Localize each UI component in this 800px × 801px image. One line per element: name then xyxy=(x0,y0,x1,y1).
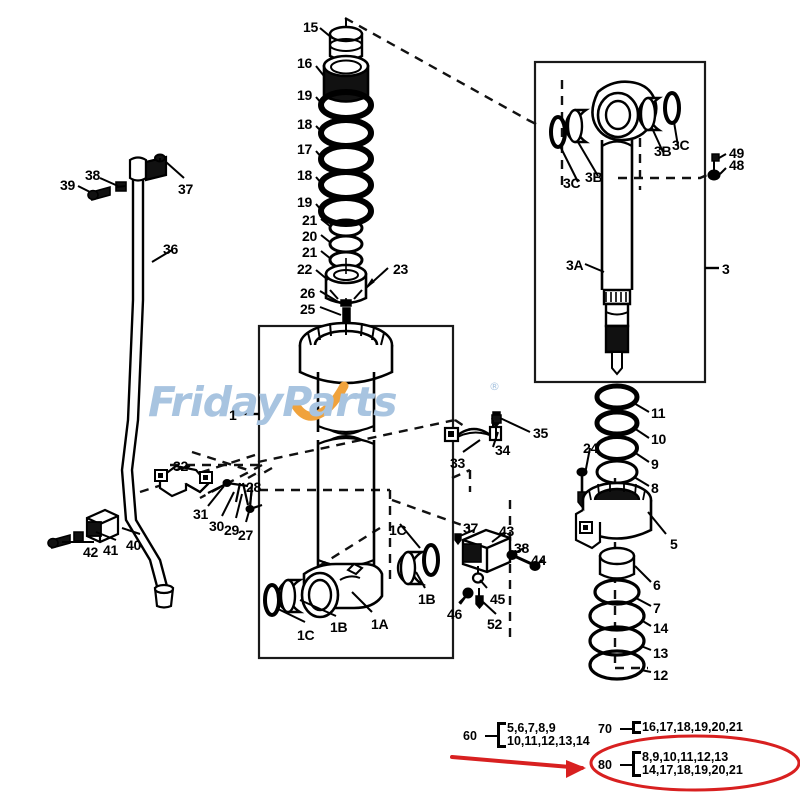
callout-52: 52 xyxy=(487,616,502,632)
leaders-right xyxy=(559,121,727,673)
legend-item-80-number: 80 xyxy=(598,758,612,772)
callout-13: 13 xyxy=(653,645,668,661)
callout-43: 43 xyxy=(499,523,514,539)
callout-25: 25 xyxy=(300,301,315,317)
callout-17: 17 xyxy=(297,141,312,157)
legend-item-80-connector xyxy=(620,764,634,766)
callout-15: 15 xyxy=(303,19,318,35)
callout-38: 38 xyxy=(514,540,529,556)
callout-3c: 3C xyxy=(563,175,581,191)
callout-1b: 1B xyxy=(418,591,436,607)
callout-1a: 1A xyxy=(371,616,389,632)
callout-16: 16 xyxy=(297,55,312,71)
callout-3b: 3B xyxy=(585,169,603,185)
leaders-center xyxy=(275,523,426,623)
legend-item-60-row: 5,6,7,8,9 xyxy=(507,721,556,735)
callout-39: 39 xyxy=(60,177,75,193)
callout-49: 49 xyxy=(729,145,744,161)
callout-20: 20 xyxy=(302,228,317,244)
legend-item-60-connector xyxy=(485,735,499,737)
callout-19: 19 xyxy=(297,194,312,210)
callout-33: 33 xyxy=(450,455,465,471)
callout-7: 7 xyxy=(653,600,661,616)
center-cylinder xyxy=(263,321,440,619)
legend-item-60-row: 10,11,12,13,14 xyxy=(507,734,590,748)
callout-3: 3 xyxy=(722,261,730,277)
callout-3a: 3A xyxy=(566,257,584,273)
callout-1c: 1C xyxy=(389,522,407,538)
callout-1: 1 xyxy=(229,407,237,423)
callout-6: 6 xyxy=(653,577,661,593)
callout-37: 37 xyxy=(178,181,193,197)
right-rod-assembly xyxy=(549,80,721,681)
stack-top-center xyxy=(318,18,389,340)
legend-item-60-number: 60 xyxy=(463,729,477,743)
callout-5: 5 xyxy=(670,536,678,552)
callout-9: 9 xyxy=(651,456,659,472)
callout-19: 19 xyxy=(297,87,312,103)
callout-18: 18 xyxy=(297,116,312,132)
callout-46: 46 xyxy=(447,606,462,622)
callout-31: 31 xyxy=(193,506,208,522)
callout-41: 41 xyxy=(103,542,118,558)
leaders-left xyxy=(62,161,253,543)
callout-28: 28 xyxy=(246,479,261,495)
callout-3b: 3B xyxy=(654,143,672,159)
callout-1b: 1B xyxy=(330,619,348,635)
legend-item-80-row: 14,17,18,19,20,21 xyxy=(642,763,743,777)
callout-14: 14 xyxy=(653,620,668,636)
callout-30: 30 xyxy=(209,518,224,534)
callout-21: 21 xyxy=(302,212,317,228)
callout-32: 32 xyxy=(173,458,188,474)
callout-44: 44 xyxy=(531,552,546,568)
callout-23: 23 xyxy=(393,261,408,277)
callout-12: 12 xyxy=(653,667,668,683)
callout-8: 8 xyxy=(651,480,659,496)
callout-45: 45 xyxy=(490,591,505,607)
legend-item-70-number: 70 xyxy=(598,721,612,736)
callout-29: 29 xyxy=(224,522,239,538)
callout-34: 34 xyxy=(495,442,510,458)
legend-item-70-connector xyxy=(620,727,634,730)
callout-27: 27 xyxy=(238,527,253,543)
highlight-annotation xyxy=(450,734,800,792)
callout-36: 36 xyxy=(163,241,178,257)
leaders-top-stack xyxy=(315,27,342,316)
callout-26: 26 xyxy=(300,285,315,301)
callout-38: 38 xyxy=(85,167,100,183)
callout-24: 24 xyxy=(583,440,598,456)
callout-21: 21 xyxy=(302,244,317,260)
legend-item-70-rows: 16,17,18,19,20,21 xyxy=(632,721,743,734)
callout-48: 48 xyxy=(729,157,744,173)
callout-18: 18 xyxy=(297,167,312,183)
callout-3c: 3C xyxy=(672,137,690,153)
legend-item-80-row: 8,9,10,11,12,13 xyxy=(642,750,729,764)
callout-22: 22 xyxy=(297,261,312,277)
callout-42: 42 xyxy=(83,544,98,560)
callout-10: 10 xyxy=(651,431,666,447)
callout-37: 37 xyxy=(463,520,478,536)
callout-40: 40 xyxy=(126,537,141,553)
bracket-33 xyxy=(443,411,503,443)
group-box-3 xyxy=(533,60,707,384)
callout-11: 11 xyxy=(651,405,666,421)
left-tube-assembly xyxy=(47,153,263,609)
legend-item-70-row: 16,17,18,19,20,21 xyxy=(642,720,743,734)
callout-1c: 1C xyxy=(297,627,315,643)
callout-35: 35 xyxy=(533,425,548,441)
block-43 xyxy=(454,528,541,610)
